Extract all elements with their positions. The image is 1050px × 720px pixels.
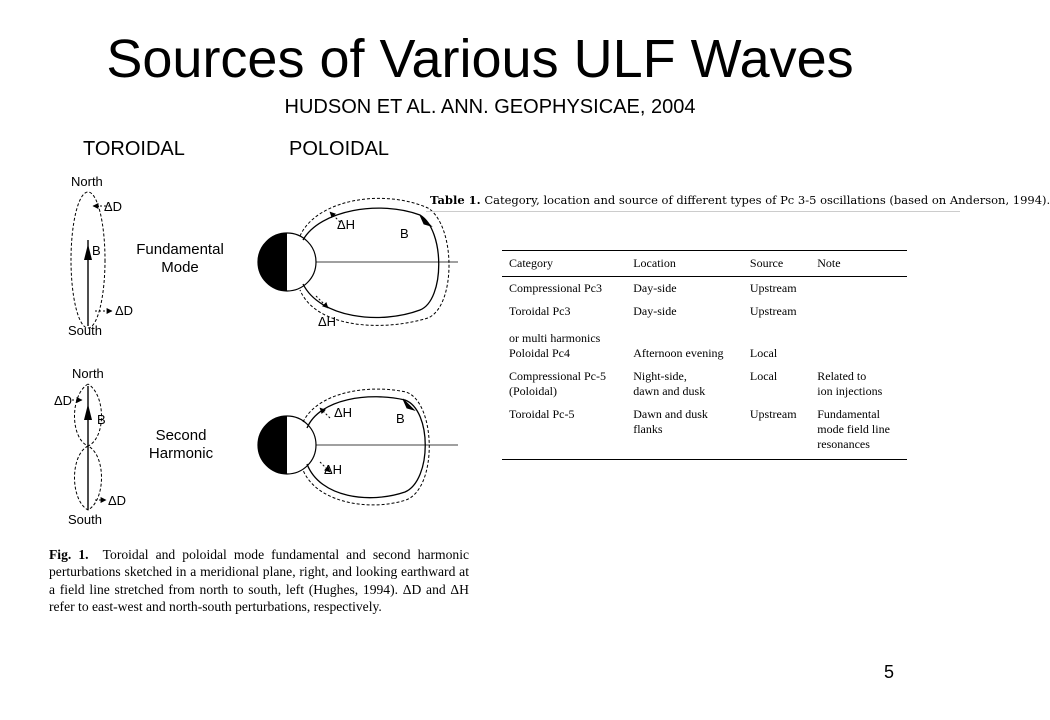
table-cell-line: Local <box>749 369 778 383</box>
table-cell: Upstream <box>749 281 797 295</box>
table-caption-text: Category, location and source of differe… <box>484 193 1050 207</box>
dd-label-bottom-2: ΔD <box>108 493 126 508</box>
dd-label-top-2: ΔD <box>54 393 72 408</box>
dh-label-pol-2-bottom: ΔH <box>324 462 342 477</box>
table-cell-line: Upstream <box>749 407 797 421</box>
mode1-line2: Mode <box>161 259 199 276</box>
table-cell-line: Afternoon evening <box>633 346 724 360</box>
poloidal-fundamental: B ΔH ΔH <box>257 197 458 329</box>
table-cell: Local <box>743 323 810 365</box>
b-label-pol-2: B <box>396 411 405 426</box>
table-cell-line: Toroidal Pc-5 <box>509 407 575 421</box>
field-line-ellipse-1 <box>70 191 106 329</box>
table-cell-line: ion injections <box>817 384 883 398</box>
dh-label-pol-2-top: ΔH <box>334 405 352 420</box>
field-line-diagram: North B ΔD ΔD South Fundamental Mode B Δ… <box>54 174 458 527</box>
table-row: Compressional Pc-5(Poloidal) Night-side,… <box>502 365 907 403</box>
earth-night-1 <box>258 233 287 291</box>
table-cell-line: Related to <box>817 369 867 383</box>
mode2-line2: Harmonic <box>149 445 214 462</box>
table-row: Toroidal Pc3 Day-side Upstream <box>502 300 907 323</box>
north-label-2: North <box>72 366 104 381</box>
table-cell-line: or multi harmonics <box>509 331 601 345</box>
dh-arrow-pol-2-top <box>319 407 331 419</box>
table-cell: Day-side <box>633 304 677 318</box>
table-cell-line: resonances <box>817 437 870 451</box>
table-caption-label: Table 1. <box>430 193 481 207</box>
b-label-2: B <box>97 412 106 427</box>
table-header-row: Category Location Source Note <box>502 250 907 277</box>
south-label-2: South <box>68 512 102 527</box>
dh-arrow-pol-1-bottom <box>315 295 329 309</box>
dh-label-pol-1-top: ΔH <box>337 217 355 232</box>
page-number: 5 <box>884 662 895 682</box>
b-arrow-pol-1 <box>419 214 433 228</box>
table-cell-line: flanks <box>633 422 663 436</box>
toroidal-fundamental: North B ΔD ΔD South Fundamental Mode <box>68 174 224 338</box>
table-cell: Afternoon evening <box>626 323 743 365</box>
poloidal-label: POLOIDAL <box>289 138 390 160</box>
toroidal-second-harmonic: North B ΔD ΔD South Second Harmonic <box>54 366 214 527</box>
table-cell-line: Fundamental <box>817 407 880 421</box>
perturbed-field-line-1 <box>299 197 450 326</box>
table-row: Compressional Pc3 Day-side Upstream <box>502 277 907 301</box>
slide-title: Sources of Various ULF Waves <box>106 29 854 89</box>
figure-caption: Fig. 1. Toroidal and poloidal mode funda… <box>49 546 469 616</box>
table-cell <box>810 300 907 323</box>
mode2-line1: Second <box>156 427 207 444</box>
field-line-2 <box>306 396 426 499</box>
header-note: Note <box>810 250 907 277</box>
table-cell-line: Poloidal Pc4 <box>509 346 571 360</box>
slide-subtitle: HUDSON ET AL. ANN. GEOPHYSICAE, 2004 <box>284 96 696 118</box>
header-location: Location <box>626 250 743 277</box>
perturbed-field-line-2 <box>302 388 430 506</box>
header-source: Source <box>742 250 811 277</box>
header-category: Category <box>502 250 627 277</box>
table-cell: Toroidal Pc-5 <box>502 403 627 460</box>
table-cell-line: (Poloidal) <box>509 384 557 398</box>
table-cell: Night-side,dawn and dusk <box>626 365 743 403</box>
table-cell: Local <box>743 365 810 403</box>
toroidal-label: TOROIDAL <box>83 138 185 160</box>
table-cell <box>810 277 907 301</box>
table-cell-line: mode field line <box>817 422 890 436</box>
north-label-1: North <box>71 174 103 189</box>
figure-caption-text: Toroidal and poloidal mode fundamental a… <box>49 547 469 615</box>
table-cell: Upstream <box>749 304 797 318</box>
mode1-line1: Fundamental <box>136 241 224 258</box>
table-cell: Compressional Pc-5(Poloidal) <box>502 365 626 403</box>
table-cell: Compressional Pc3 <box>509 281 602 295</box>
south-label-1: South <box>68 323 102 338</box>
dd-label-top-1: ΔD <box>104 199 122 214</box>
b-label-1: B <box>92 243 101 258</box>
table-cell-line: Compressional Pc-5 <box>509 369 606 383</box>
table-cell-line: Night-side, <box>633 369 687 383</box>
poloidal-second-harmonic: B ΔH ΔH <box>257 388 458 506</box>
dh-label-pol-1-bottom: ΔH <box>318 314 336 329</box>
earth-night-2 <box>258 416 287 474</box>
table-caption: Table 1. Category, location and source o… <box>426 190 1050 212</box>
table-cell <box>810 323 907 365</box>
table-cell-line: Local <box>749 346 778 360</box>
table-cell: Upstream <box>742 403 811 460</box>
oscillation-table: Category Location Source Note Compressio… <box>502 250 907 460</box>
table-cell-line: dawn and dusk <box>633 384 706 398</box>
b-arrow-2 <box>84 404 92 420</box>
table-cell: Day-side <box>633 281 677 295</box>
table-cell-line: Dawn and dusk <box>633 407 708 421</box>
b-arrow-1 <box>84 244 92 260</box>
b-arrow-pol-2 <box>402 398 416 412</box>
table-cell: Toroidal Pc3 <box>509 304 571 318</box>
field-line-1 <box>302 207 440 319</box>
figure-caption-label: Fig. 1. <box>49 547 89 562</box>
b-label-pol-1: B <box>400 226 409 241</box>
dd-label-bottom-1: ΔD <box>115 303 133 318</box>
